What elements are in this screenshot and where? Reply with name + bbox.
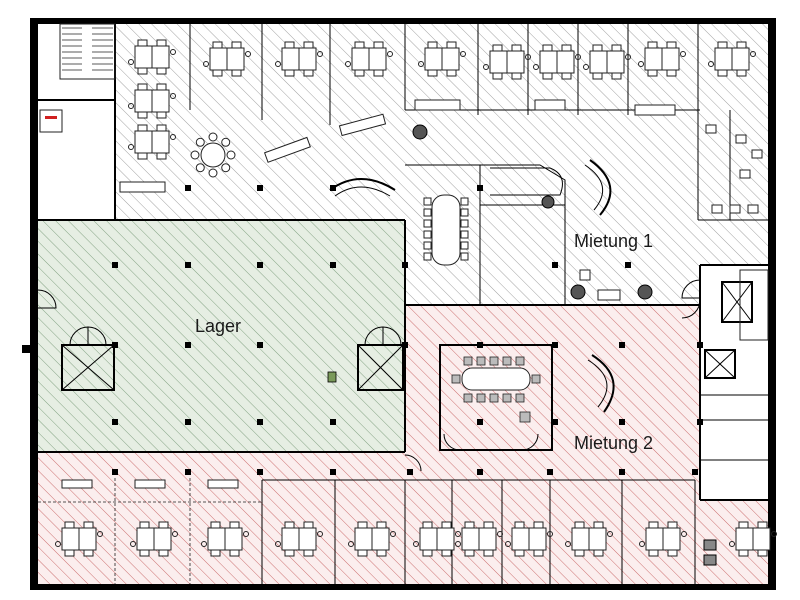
zone-lager-area <box>38 220 405 452</box>
plant-icon <box>412 124 653 300</box>
meeting-table-mietung2 <box>451 356 541 423</box>
zone-mietung2-area <box>38 305 770 590</box>
label-lager: Lager <box>195 316 241 336</box>
staircase-icon <box>39 23 116 133</box>
interior-walls <box>38 24 770 584</box>
structural-columns <box>112 185 703 475</box>
bench-furniture <box>61 99 676 489</box>
round-table-icon <box>190 132 236 178</box>
zone-mietung1-area <box>115 22 770 305</box>
label-mietung2: Mietung 2 <box>574 433 653 453</box>
toilet-icon <box>327 124 763 566</box>
meeting-table-mietung1 <box>423 194 469 266</box>
label-mietung1: Mietung 1 <box>574 231 653 251</box>
outer-walls <box>22 18 776 590</box>
reception-counter <box>329 159 615 413</box>
door-swing-icon <box>37 279 701 472</box>
